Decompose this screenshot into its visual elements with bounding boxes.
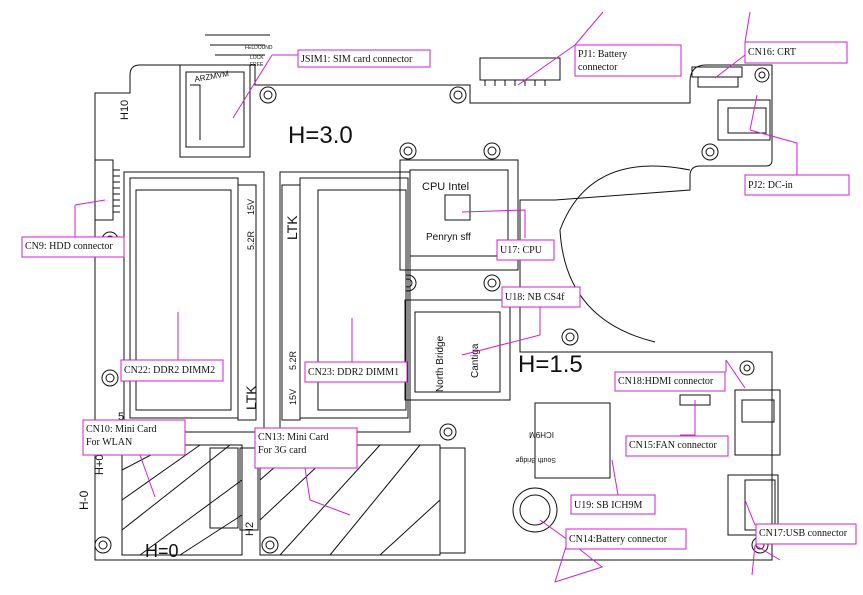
callout-u18: U18: NB CS4f (461, 286, 581, 356)
callout-u17: U17: CPU (461, 209, 555, 261)
callout-jsim1: JSIM1: SIM card connector (232, 49, 431, 119)
callout-u19: U19: SB ICH9M (570, 459, 656, 515)
dc-in-jack (717, 99, 771, 141)
callout-pj1-label-1: PJ1: Battery (578, 49, 627, 60)
nb-text-1: North Bridge (435, 335, 446, 392)
sim-mark-2: LOCK (250, 55, 264, 61)
callout-cn13-label-2: For 3G card (258, 445, 306, 456)
height-mark-h15: H=1.5 (518, 351, 583, 378)
mounting-holes (94, 67, 770, 554)
callout-cn23-label: CN23: DDR2 DIMM1 (308, 367, 399, 378)
callout-u18-label: U18: NB CS4f (505, 292, 565, 303)
callout-pj1: PJ1: Battery connector (517, 11, 682, 86)
callout-cn13-label-1: CN13: Mini Card (258, 432, 329, 443)
callout-cn17-label: CN17:USB connector (759, 528, 848, 539)
sim-card-connector: ARZMVM FELDOUND LOCK FREE (179, 34, 273, 158)
sb-text-2: South Bridge (515, 456, 556, 463)
cpu-socket: CPU Intel Penryn sff (399, 159, 519, 271)
dimm1-mark-52r: 5.2R (288, 350, 298, 370)
north-bridge: North Bridge Cantiga (404, 299, 511, 401)
svg-text:ARZMVM: ARZMVM (194, 69, 230, 84)
mark-5: 5 (118, 411, 124, 423)
callout-pj1-label-2: connector (578, 62, 618, 73)
callout-cn10-label-1: CN10: Mini Card (86, 424, 157, 435)
height-mark-h10: H10 (119, 100, 131, 120)
dimm1-slot: LTK 5.2R 15V (279, 171, 411, 433)
board-outline (94, 64, 773, 561)
height-mark-hplus0: H+0 (94, 455, 106, 476)
nb-text-2: Cantiga (470, 343, 481, 378)
battery-connector-pj1 (479, 57, 561, 86)
cpu-text-2: Penryn sff (426, 232, 471, 243)
callout-cn15-label: CN15:FAN connector (629, 440, 718, 451)
dimm2-mark-ltk: LTK (243, 385, 259, 410)
callout-cn18-label: CN18:HDMI connector (618, 376, 714, 387)
callout-u17-label: U17: CPU (500, 245, 543, 256)
callout-cn16-label: CN16: CRT (748, 47, 796, 58)
callout-jsim1-label: JSIM1: SIM card connector (301, 54, 413, 65)
coin-battery (512, 487, 558, 533)
dimm2-mark-52r: 5.2R (246, 230, 256, 250)
mini-card-wlan-slot (121, 444, 243, 556)
dimm1-mark-ltk: LTK (284, 215, 300, 240)
callout-cn14-label: CN14:Battery connector (569, 534, 668, 545)
callout-u19-label: U19: SB ICH9M (574, 500, 642, 511)
dimm2-slot: 15V 5.2R LTK (123, 171, 265, 433)
hdmi-connector (734, 389, 781, 456)
sb-text-1: ICH9M (529, 430, 554, 439)
dimm2-mark-15v: 15V (246, 199, 256, 215)
heatsink-arc (559, 165, 691, 343)
height-mark-hminus0: H-0 (77, 490, 91, 510)
south-bridge: ICH9M South Bridge (515, 402, 611, 479)
cpu-text-1: CPU Intel (422, 181, 469, 193)
callout-cn15: CN15:FAN connector (625, 400, 729, 457)
height-mark-h0: H=0 (145, 541, 179, 561)
callout-cn16: CN16: CRT (714, 11, 848, 79)
sim-mark-3: FREE (250, 62, 264, 68)
callout-cn10-label-2: For WLAN (86, 437, 132, 448)
callout-cn14: CN14:Battery connector (539, 519, 687, 583)
callout-cn22: CN22: DDR2 DIMM2 (120, 312, 224, 382)
callout-pj2: PJ2: DC-in (744, 94, 850, 196)
callout-cn17: CN17:USB connector (744, 499, 857, 576)
callout-cn9-label: CN9: HDD connector (25, 241, 113, 252)
height-mark-h2: H2 (244, 522, 256, 536)
callout-cn9: CN9: HDD connector (21, 199, 125, 258)
callout-pj2-label: PJ2: DC-in (748, 180, 793, 191)
sim-mark-1: FELDOUND (245, 45, 273, 51)
hdd-connector (94, 159, 120, 221)
height-mark-h30: H=3.0 (288, 122, 353, 149)
callout-cn23: CN23: DDR2 DIMM1 (304, 318, 408, 383)
callout-cn22-label: CN22: DDR2 DIMM2 (124, 365, 215, 376)
callout-cn13: CN13: Mini Card For 3G card (254, 427, 358, 516)
callout-cn10: CN10: Mini Card For WLAN (82, 419, 186, 498)
dimm1-mark-15v: 15V (288, 389, 298, 405)
callout-cn18: CN18:HDMI connector (614, 359, 746, 392)
